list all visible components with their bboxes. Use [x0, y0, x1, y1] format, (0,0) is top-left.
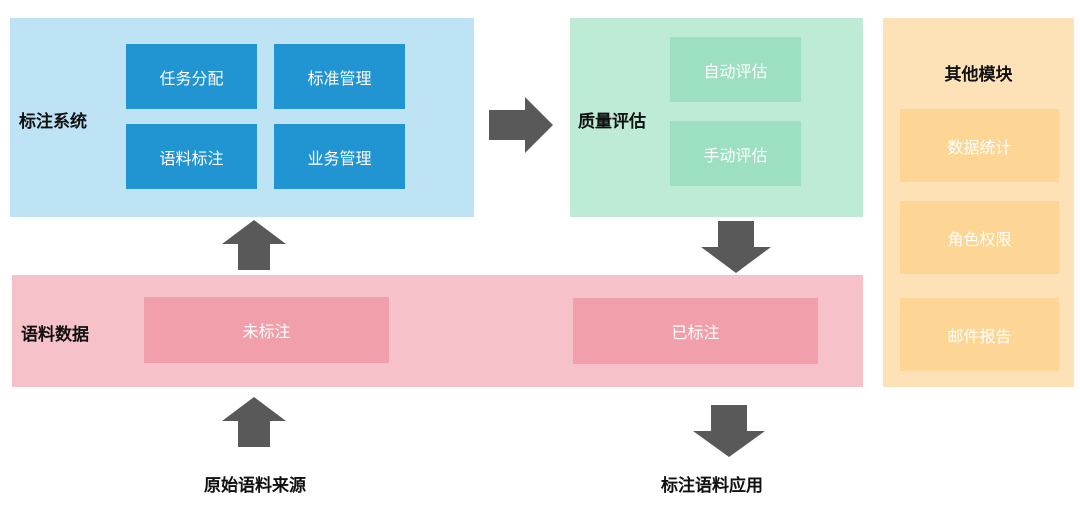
- quality-evaluation-title: 质量评估: [578, 112, 646, 132]
- data-statistics-box: 数据统计: [900, 109, 1059, 182]
- annotation-system-title: 标注系统: [19, 112, 87, 132]
- other-modules-title: 其他模块: [944, 64, 1013, 85]
- source-caption: 原始语料来源: [204, 475, 306, 496]
- application-arrow-down-icon: [693, 405, 765, 457]
- arrow-right-icon: [489, 97, 553, 153]
- arrow-up-icon: [222, 220, 286, 270]
- annotated-box: 已标注: [573, 298, 818, 364]
- unannotated-box: 未标注: [144, 297, 389, 363]
- arrow-down-icon: [701, 221, 771, 273]
- auto-evaluation-box: 自动评估: [670, 37, 801, 102]
- task-assignment-box: 任务分配: [126, 44, 257, 109]
- source-arrow-up-icon: [222, 397, 286, 447]
- standard-management-box: 标准管理: [274, 44, 405, 109]
- corpus-annotation-box: 语料标注: [126, 124, 257, 189]
- email-report-box: 邮件报告: [900, 298, 1059, 371]
- application-caption: 标注语料应用: [661, 475, 763, 496]
- business-management-box: 业务管理: [274, 124, 405, 189]
- role-permission-box: 角色权限: [900, 201, 1059, 274]
- manual-evaluation-box: 手动评估: [670, 121, 801, 186]
- corpus-data-title: 语料数据: [21, 325, 89, 345]
